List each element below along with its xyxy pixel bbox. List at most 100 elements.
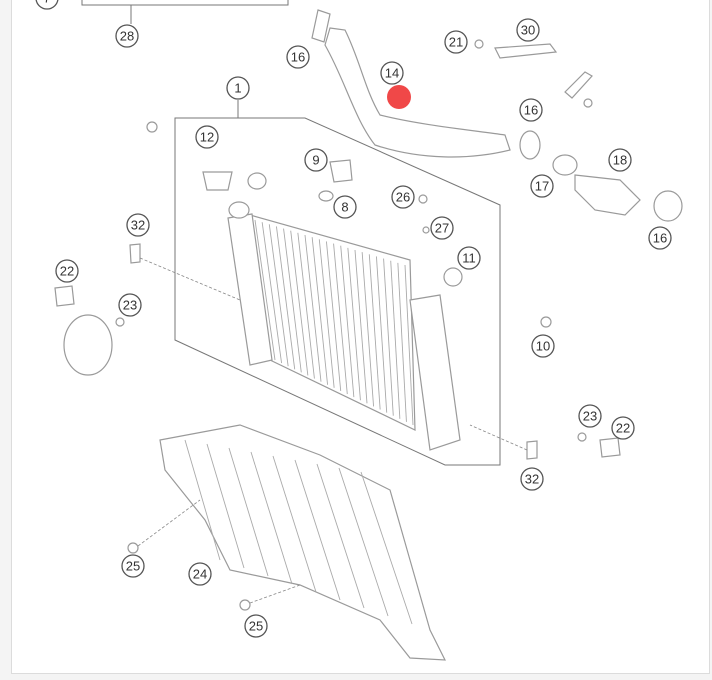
callout-label: 25 <box>249 619 263 634</box>
assembly-box-1 <box>174 117 501 466</box>
callout-label: 18 <box>613 153 627 168</box>
callout-16[interactable]: 16 <box>648 226 672 250</box>
radiator-fin <box>375 256 388 413</box>
shroud-rib <box>316 463 365 609</box>
callout-23[interactable]: 23 <box>118 293 142 317</box>
radiator-fin <box>368 254 381 410</box>
leader-line <box>249 584 301 604</box>
callout-17[interactable]: 17 <box>530 174 554 198</box>
callout-label: 7 <box>43 0 50 6</box>
assembly-box-28 <box>81 0 289 6</box>
callout-8[interactable]: 8 <box>333 195 357 219</box>
callout-32[interactable]: 32 <box>520 467 544 491</box>
callout-14[interactable]: 14 <box>380 61 404 85</box>
callout-circle <box>430 216 454 240</box>
callout-10[interactable]: 10 <box>531 334 555 358</box>
sensor-part <box>329 159 353 183</box>
radiator-part <box>227 201 461 451</box>
callout-27[interactable]: 27 <box>430 216 454 240</box>
callout-circle <box>380 61 404 85</box>
callout-12[interactable]: 12 <box>195 125 219 149</box>
callout-1[interactable]: 1 <box>226 76 250 100</box>
callout-7[interactable]: 7 <box>35 0 59 10</box>
clamp-part <box>519 130 541 160</box>
radiator-fin <box>340 245 355 398</box>
callout-circle <box>304 148 328 172</box>
callout-25[interactable]: 25 <box>121 554 145 578</box>
callout-21[interactable]: 21 <box>444 30 468 54</box>
callout-label: 10 <box>536 339 550 354</box>
radiator-fin <box>333 243 348 395</box>
radiator-fin <box>297 232 315 379</box>
callout-26[interactable]: 26 <box>391 185 415 209</box>
callout-circle <box>457 246 481 270</box>
callout-22[interactable]: 22 <box>611 416 635 440</box>
shroud-rib <box>184 439 221 561</box>
callout-label: 32 <box>525 472 539 487</box>
callout-label: 28 <box>120 29 134 44</box>
radiator-fin <box>261 222 283 364</box>
shroud-rib <box>228 447 269 577</box>
radiator-fin <box>325 241 342 391</box>
leader-line <box>139 257 241 301</box>
horn-part <box>63 314 113 376</box>
callout-label: 16 <box>524 103 538 118</box>
callout-label: 16 <box>291 50 305 65</box>
bracket-part <box>526 440 538 460</box>
callout-label: 8 <box>341 200 348 215</box>
callout-label: 23 <box>123 298 137 313</box>
highlight-marker[interactable] <box>387 85 411 109</box>
callout-22[interactable]: 22 <box>55 259 79 283</box>
callout-circle <box>121 554 145 578</box>
screw-part <box>418 194 428 204</box>
callout-circle <box>118 293 142 317</box>
grommet-part <box>443 267 463 287</box>
callout-circle <box>55 259 79 283</box>
callout-24[interactable]: 24 <box>188 562 212 586</box>
callout-23[interactable]: 23 <box>578 404 602 428</box>
radiator-fin <box>311 237 329 385</box>
cap-part <box>202 171 233 191</box>
radiator-fin <box>347 247 361 401</box>
radiator-fin <box>390 260 401 419</box>
radiator-fin <box>268 224 289 367</box>
callout-label: 12 <box>200 130 214 145</box>
shroud-rib <box>360 471 413 625</box>
hose-part <box>324 27 511 158</box>
callout-label: 30 <box>521 23 535 38</box>
clamp-part <box>552 154 578 176</box>
clamp-part <box>311 9 331 43</box>
shroud-part <box>159 424 446 661</box>
callout-circle <box>126 213 150 237</box>
radiator-fin <box>290 230 309 376</box>
radiator-fin <box>254 219 276 361</box>
callout-circle <box>531 334 555 358</box>
callout-16[interactable]: 16 <box>286 45 310 69</box>
callout-16[interactable]: 16 <box>519 98 543 122</box>
bracket-part <box>564 71 593 99</box>
callout-25[interactable]: 25 <box>244 614 268 638</box>
spacer-part <box>599 437 621 458</box>
screw-part <box>474 39 484 49</box>
callout-label: 1 <box>234 81 241 96</box>
callout-label: 16 <box>653 231 667 246</box>
callout-28[interactable]: 28 <box>115 24 139 48</box>
callout-circle <box>578 404 602 428</box>
callout-30[interactable]: 30 <box>516 18 540 42</box>
callout-32[interactable]: 32 <box>126 213 150 237</box>
callout-18[interactable]: 18 <box>608 148 632 172</box>
callout-circle <box>391 185 415 209</box>
callout-circle <box>35 0 59 10</box>
clamp-part <box>653 190 683 222</box>
leader-line <box>469 424 528 451</box>
shroud-rib <box>272 455 317 593</box>
callout-9[interactable]: 9 <box>304 148 328 172</box>
callout-label: 9 <box>312 153 319 168</box>
callout-circle <box>188 562 212 586</box>
washer-part <box>422 226 430 234</box>
callout-label: 17 <box>535 179 549 194</box>
plug-part <box>247 172 267 190</box>
screw-part <box>239 599 251 611</box>
callout-11[interactable]: 11 <box>457 246 481 270</box>
callout-circle <box>520 467 544 491</box>
